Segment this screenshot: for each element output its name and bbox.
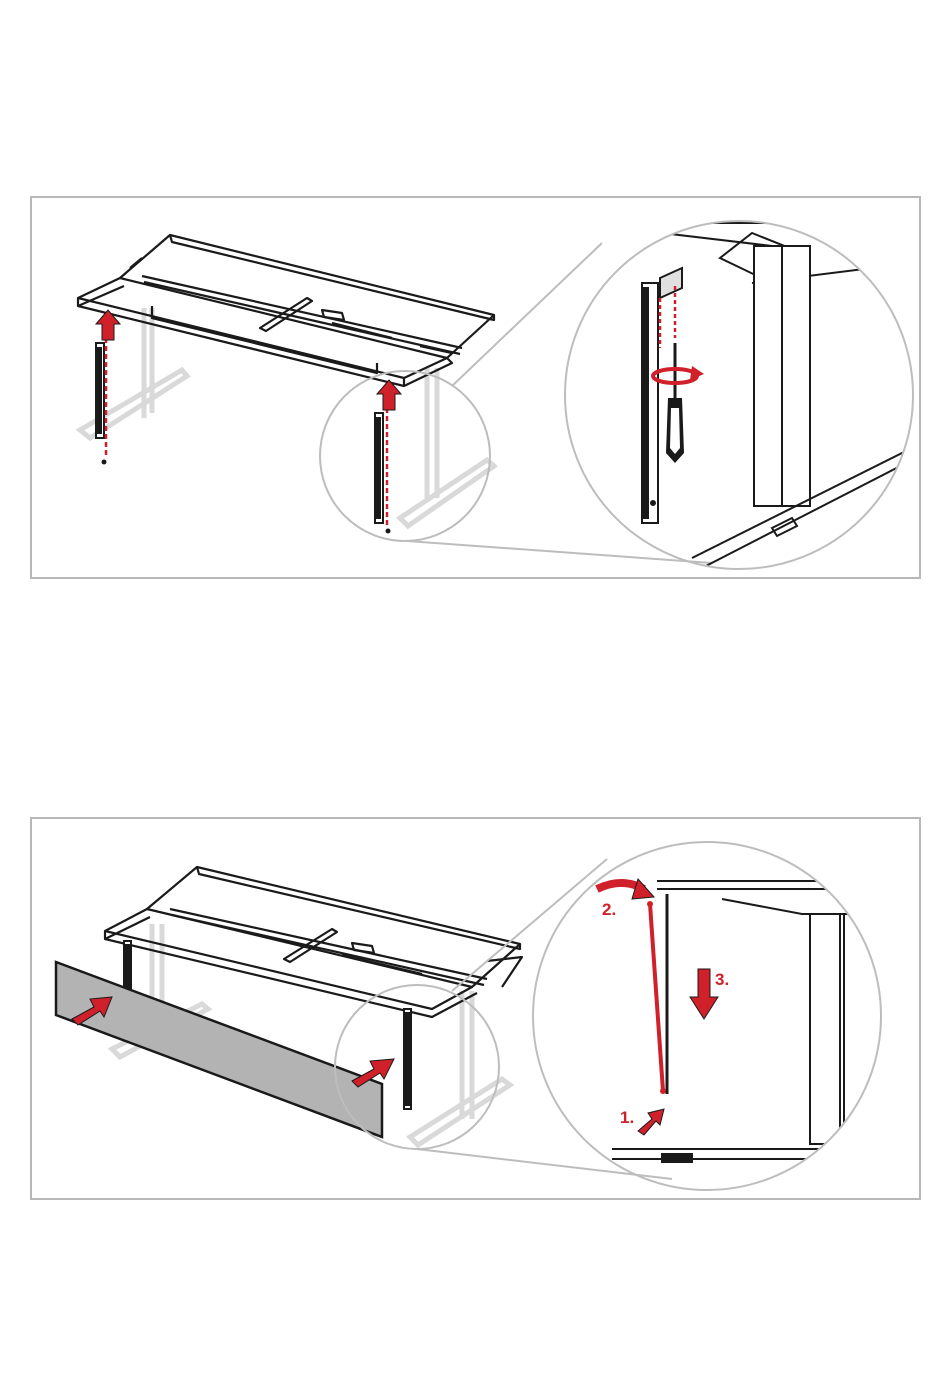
desk-frame — [78, 235, 494, 386]
rotate-arrow-icon — [653, 366, 704, 383]
step-label-2: 2. — [602, 900, 616, 919]
zoom-circle-large — [565, 221, 913, 569]
push-arrow-icon — [638, 1109, 664, 1135]
desk-leg-assembly-illustration — [32, 198, 919, 577]
modesty-panel — [56, 962, 382, 1137]
zoom-circle-large: 1. 2. 3. — [533, 842, 912, 1190]
illustration-panel-fitting-modesty-panel: 1. 2. 3. — [30, 817, 921, 1200]
step-label-1: 1. — [620, 1108, 634, 1127]
down-arrow-icon — [690, 969, 718, 1019]
curved-arrow-icon — [597, 879, 654, 899]
desk-frame — [105, 867, 522, 1017]
modesty-panel-assembly-illustration: 1. 2. 3. — [32, 819, 919, 1198]
zoom-connector-lines — [417, 859, 672, 1179]
step-label-3: 3. — [715, 970, 729, 989]
screwdriver-icon — [666, 343, 684, 463]
modesty-panel-edge — [650, 904, 663, 1091]
illustration-panel-fixing-legs — [30, 196, 921, 579]
